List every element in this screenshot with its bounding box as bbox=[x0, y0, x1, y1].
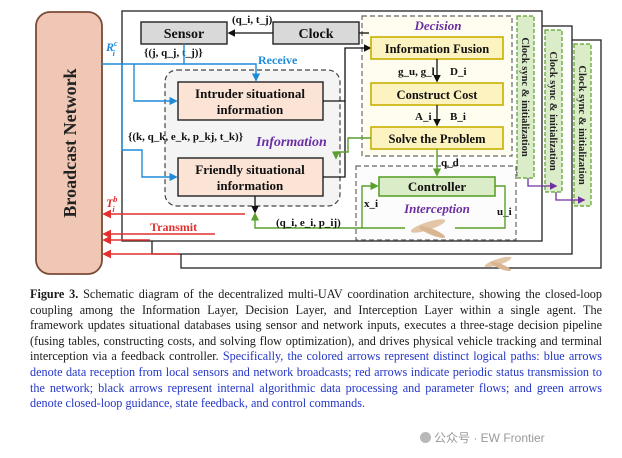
intruder-line2: information bbox=[217, 102, 284, 117]
green-to-transmit-arrow bbox=[250, 212, 362, 229]
clock-label: Clock bbox=[299, 27, 334, 42]
clock-sync-label-3: Clock sync & initialization bbox=[576, 65, 587, 184]
clock-sync-label-2: Clock sync & initialization bbox=[547, 51, 558, 170]
purple-sync-line-1 bbox=[527, 178, 558, 190]
information-label: Information bbox=[255, 135, 327, 150]
purple-sync-line-2 bbox=[555, 192, 586, 204]
transmit-label: Transmit bbox=[150, 220, 197, 234]
clock-sync-box-2 bbox=[544, 29, 563, 193]
broadcast-network-label: Broadcast Network bbox=[60, 68, 80, 217]
b-i-label: B_i bbox=[450, 111, 466, 123]
receive-label: Receive bbox=[258, 53, 298, 67]
wechat-icon bbox=[420, 432, 431, 443]
clock-sync-box-1 bbox=[516, 15, 535, 179]
gu-gl-label: g_u, g_l bbox=[398, 66, 435, 78]
uav-icon-back bbox=[484, 256, 512, 272]
friendly-line2: information bbox=[217, 178, 284, 193]
friendly-info-box bbox=[177, 157, 324, 197]
a-i-label: A_i bbox=[415, 111, 432, 123]
interception-label: Interception bbox=[403, 201, 470, 216]
decision-label: Decision bbox=[414, 18, 462, 33]
uav-icon bbox=[410, 219, 446, 238]
caption-text: Schematic diagram of the decentralized m… bbox=[30, 287, 602, 364]
caption-label: Figure 3. bbox=[30, 287, 79, 301]
controller-label: Controller bbox=[408, 179, 466, 194]
q-t-label: (q_i, t_j) bbox=[232, 14, 273, 26]
blue-to-intruder-arrow bbox=[133, 64, 178, 106]
figure-caption: Figure 3. Schematic diagram of the decen… bbox=[30, 287, 602, 412]
construct-cost-label: Construct Cost bbox=[397, 88, 479, 102]
architecture-diagram: Broadcast Network Clock sync & initializ… bbox=[35, 10, 602, 275]
solve-label: Solve the Problem bbox=[389, 132, 487, 146]
friendly-to-fusion-arrow bbox=[323, 101, 346, 178]
friendly-set-label: {(k, q_k, e_k, p_kj, t_k)} bbox=[128, 131, 243, 143]
info-fusion-label: Information Fusion bbox=[385, 42, 490, 56]
qd-label: q_d bbox=[441, 157, 459, 169]
sensor-set-label: {(j, q_j, t_j)} bbox=[144, 47, 203, 59]
clock-sync-label-1: Clock sync & initialization bbox=[519, 37, 530, 156]
blue-to-friendly-arrow bbox=[121, 64, 178, 182]
green-state-feedback bbox=[361, 181, 405, 229]
broadcast-network-box bbox=[35, 11, 103, 275]
intruder-line1: Intruder situational bbox=[195, 86, 305, 101]
watermark: 公众号 · EW Frontier bbox=[418, 429, 547, 446]
green-control-loop bbox=[455, 185, 506, 229]
intruder-to-fusion-arrow bbox=[323, 44, 372, 102]
green-solve-feedback-arrow bbox=[331, 137, 371, 160]
x-i-label: x_i bbox=[364, 198, 378, 210]
intruder-info-box bbox=[177, 81, 324, 121]
caption-blue-text: Specifically, the colored arrows represe… bbox=[30, 349, 603, 411]
watermark-text: 公众号 · EW Frontier bbox=[434, 431, 545, 445]
d-i-label: D_i bbox=[450, 66, 467, 78]
blue-receive-arrow bbox=[184, 63, 261, 82]
sensor-label: Sensor bbox=[164, 27, 204, 42]
clock-sync-box-3 bbox=[573, 43, 592, 207]
friendly-line1: Friendly situational bbox=[195, 162, 305, 177]
q-e-p-label: (q_i, e_i, p_ij) bbox=[276, 217, 341, 229]
